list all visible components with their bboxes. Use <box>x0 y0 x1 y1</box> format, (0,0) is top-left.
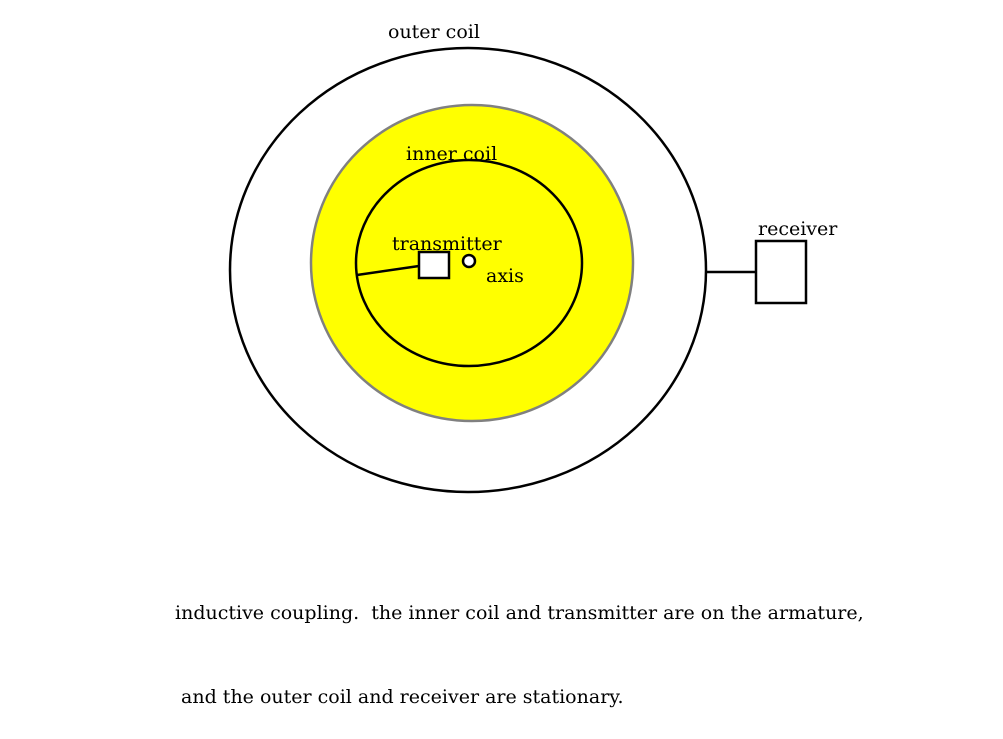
caption-line-1: inductive coupling. the inner coil and t… <box>175 602 864 624</box>
inner-coil-label: inner coil <box>406 143 497 165</box>
outer-coil-label: outer coil <box>388 21 480 43</box>
coupling-diagram: outer coil inner coil transmitter axis r… <box>228 21 838 494</box>
caption-line-2: and the outer coil and receiver are stat… <box>175 686 624 708</box>
receiver-box <box>754 239 808 305</box>
inner-coil <box>354 158 584 368</box>
transmitter-box <box>417 250 451 280</box>
axis-point <box>461 253 477 269</box>
caption: inductive coupling. the inner coil and t… <box>175 543 975 739</box>
outer-coil <box>228 46 708 494</box>
axis-label: axis <box>486 265 524 287</box>
transmitter-label: transmitter <box>392 233 503 255</box>
receiver-label: receiver <box>758 218 838 240</box>
inner-coil-to-transmitter-wire <box>356 264 420 277</box>
